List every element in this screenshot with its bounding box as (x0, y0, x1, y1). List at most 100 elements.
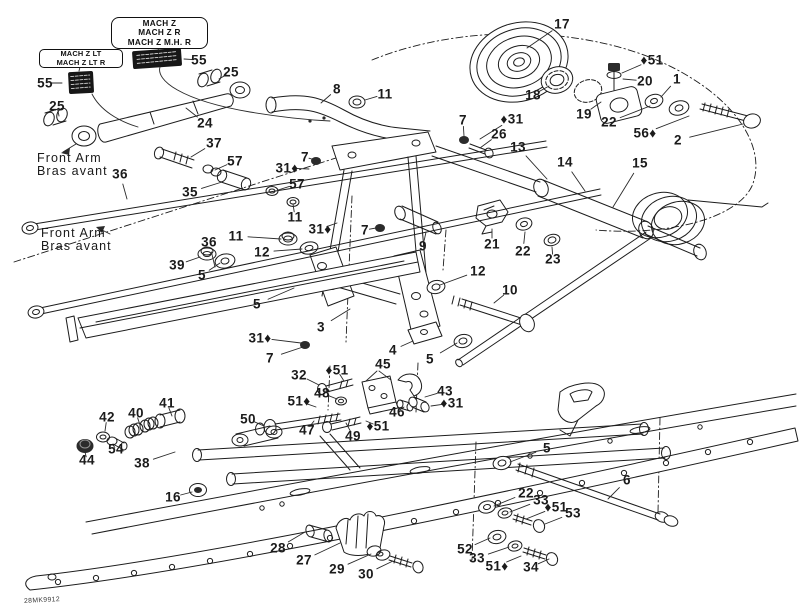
leader-line (306, 378, 320, 386)
callout-part-50: 50 (240, 411, 256, 427)
callout-part-42: 42 (99, 409, 115, 425)
shock-absorber-24 (71, 81, 251, 147)
leader-line (308, 157, 316, 161)
bushing-16 (189, 483, 207, 497)
callout-part-28: 28 (270, 540, 286, 556)
callout-part-51: ♦51 (325, 362, 349, 378)
torsion-spring-15 (455, 191, 769, 368)
leader-line (538, 85, 550, 92)
callout-part-25: 25 (223, 64, 239, 80)
tie-rod-lower-36 (27, 188, 602, 319)
leader-line (571, 171, 586, 192)
callout-part-57: 57 (289, 176, 305, 192)
leader-line (314, 542, 341, 556)
callout-part-49: 49 (345, 428, 361, 444)
leader-line (253, 421, 265, 427)
leader-line (526, 30, 553, 49)
leader-line (292, 203, 295, 213)
callout-part-2: 2 (674, 132, 682, 148)
leader-line (247, 236, 282, 240)
callout-part-52: 52 (457, 541, 473, 557)
callout-part-43: 43 (437, 383, 453, 399)
leader-line (201, 181, 223, 189)
callout-part-38: 38 (134, 455, 150, 471)
washer-22-mid (515, 217, 533, 231)
leader-line (479, 139, 492, 149)
leader-line (655, 115, 690, 130)
callout-part-22: 22 (515, 243, 531, 259)
callout-part-36: 36 (201, 234, 217, 250)
leader-line (537, 558, 550, 565)
leader-line (551, 246, 554, 255)
callout-part-55: 55 (191, 52, 207, 68)
callout-part-11: 11 (377, 86, 393, 102)
callout-part-7: 7 (301, 149, 309, 165)
callout-part-7: 7 (459, 112, 467, 128)
ski-stop (305, 511, 424, 574)
leader-line (183, 58, 194, 61)
callout-part-45: 45 (375, 356, 391, 372)
callout-part-31: ♦31 (440, 395, 464, 411)
bolt-32 (317, 378, 354, 395)
callout-part-51: 51♦ (485, 558, 509, 574)
callout-part-48: 48 (314, 385, 330, 401)
callout-part-51: ♦51 (544, 499, 568, 515)
nut-11-top-hole (352, 98, 362, 106)
callout-part-11: 11 (287, 209, 303, 225)
callout-part-26: 26 (491, 126, 507, 142)
leader-line (287, 531, 306, 543)
model-name: MACH Z LT (60, 49, 102, 59)
callout-part-23: 23 (545, 251, 561, 267)
callout-part-29: 29 (329, 561, 345, 577)
bolt-10 (451, 295, 535, 333)
leader-line (271, 339, 302, 344)
callout-part-31: 31♦ (308, 221, 332, 237)
leader-line (364, 95, 378, 101)
callout-part-30: 30 (358, 566, 374, 582)
callout-part-12: 12 (254, 244, 270, 260)
leader-line (326, 222, 338, 228)
callout-part-8: 8 (333, 81, 341, 97)
leader-line (509, 451, 537, 463)
leader-line (439, 274, 468, 286)
callout-part-1: 1 (673, 71, 681, 87)
bolt-2 (699, 102, 761, 129)
leader-line (493, 497, 516, 507)
leader-line (590, 101, 602, 110)
decal-leader-lines (78, 46, 331, 128)
nut-23 (543, 233, 561, 247)
front-arm-label-fr: Bras avant (37, 163, 108, 178)
leader-line (525, 155, 548, 180)
callout-part-7: 7 (361, 222, 369, 238)
leader-line (619, 105, 651, 119)
model-name: MACH Z R (138, 28, 181, 38)
model-name: MACH Z LT R (56, 57, 106, 67)
leader-line (474, 537, 491, 546)
slide-rail (25, 427, 799, 591)
washers-22-top (644, 93, 690, 116)
callout-part-41: 41 (159, 395, 175, 411)
callout-part-5: 5 (253, 296, 261, 312)
leader-line (295, 167, 310, 170)
leader-line (509, 503, 531, 513)
nut-11-top (348, 95, 366, 109)
leader-line (487, 546, 510, 555)
leader-line (112, 444, 116, 448)
model-name: MACH Z (142, 19, 177, 29)
barcode-decal-wide (132, 47, 182, 70)
callout-part-4: 4 (389, 342, 397, 358)
callout-part-5: 5 (426, 351, 434, 367)
callout-leader-lines (51, 30, 744, 570)
callout-part-20: 20 (637, 73, 653, 89)
spacer-35 (216, 169, 252, 191)
leader-line (185, 107, 198, 118)
leader-line (424, 392, 438, 398)
hardware-bottom-right (478, 455, 679, 566)
leader-line (267, 287, 295, 300)
callout-part-31: 31♦ (248, 330, 272, 346)
leader-line (330, 308, 351, 322)
leader-line (423, 231, 427, 241)
leader-line (122, 183, 128, 200)
leader-line (430, 403, 445, 407)
